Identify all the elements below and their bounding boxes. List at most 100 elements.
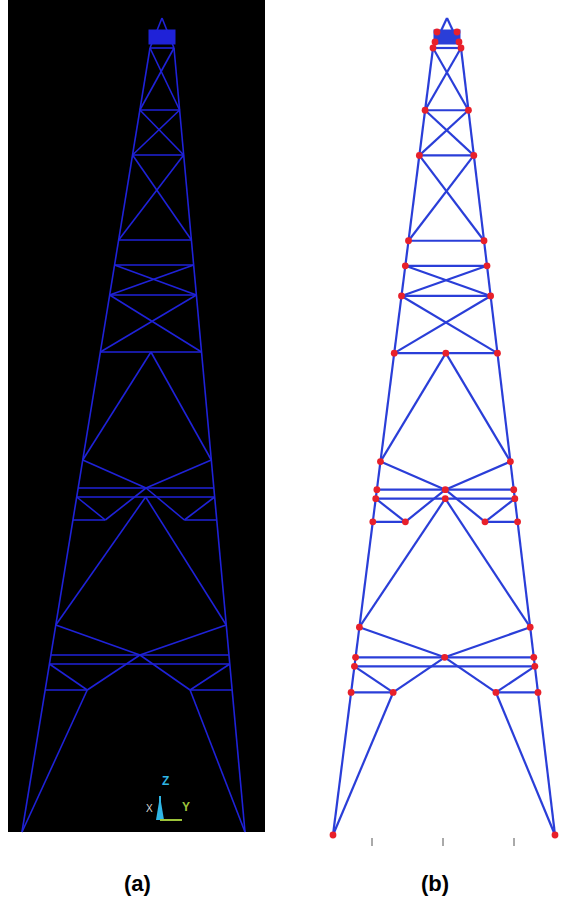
joint-dot (432, 39, 439, 46)
tower-member (87, 655, 140, 690)
tower-member (419, 110, 468, 155)
tower-member (119, 239, 192, 241)
joint-dot (494, 350, 501, 357)
tower-member (49, 664, 87, 690)
tower-member (425, 48, 461, 110)
panel-background (8, 0, 265, 832)
tower-member (419, 154, 473, 156)
tower-member (405, 266, 490, 296)
joint-dot (552, 832, 559, 839)
tower-member (446, 353, 511, 461)
joint-dot (514, 518, 521, 525)
joint-dot (373, 486, 380, 493)
tower-member (119, 155, 184, 240)
tower-member (140, 109, 180, 111)
tower-member (115, 264, 194, 266)
tower-member (405, 265, 487, 267)
tower-member (56, 497, 146, 625)
joint-dot (458, 45, 465, 52)
tower-member (333, 692, 393, 835)
tower-member (401, 296, 497, 353)
axis-label: Z (162, 775, 169, 788)
tower-member (110, 295, 202, 352)
tower-member (461, 48, 555, 835)
tower-member (140, 655, 190, 690)
joint-dot (377, 458, 384, 465)
joint-dot (484, 262, 491, 269)
joint-dot (487, 293, 494, 300)
joint-dot (369, 518, 376, 525)
joint-dot (456, 39, 463, 46)
tower-member (485, 499, 515, 522)
joint-dot (442, 486, 449, 493)
joint-dot (391, 350, 398, 357)
tower-member (359, 499, 445, 627)
tower-member (77, 497, 106, 520)
tower-member (359, 627, 444, 657)
joint-dot (530, 654, 537, 661)
tower-member (45, 689, 87, 691)
tower-member (140, 625, 226, 655)
tower-member (174, 48, 245, 832)
tower-member (115, 265, 197, 295)
tower-member (83, 460, 146, 488)
tower-member (146, 460, 211, 488)
tower-frame (22, 18, 245, 832)
tower-member (496, 666, 535, 692)
tower-member (394, 296, 490, 353)
joint-dot (454, 29, 461, 36)
tower-member (190, 664, 230, 690)
joint-dot (348, 689, 355, 696)
tower-member (100, 295, 196, 352)
tower-member (190, 690, 245, 832)
tower-member (110, 294, 197, 296)
tower-member (150, 48, 180, 110)
tower-member (333, 48, 433, 835)
tower-member (83, 352, 151, 460)
tower-member (110, 265, 194, 295)
tower-member (351, 691, 393, 693)
tower-member (496, 692, 555, 835)
tower-member (140, 110, 184, 155)
axis-symbol (156, 796, 182, 820)
tower-member (445, 627, 531, 657)
tower-member (133, 154, 184, 156)
joint-dot (398, 293, 405, 300)
panel-label: (a) (124, 872, 151, 896)
tower-member (184, 497, 214, 520)
tower-member (445, 490, 485, 522)
tick-marks (372, 838, 514, 846)
tower-member (445, 462, 510, 490)
joint-dot (441, 654, 448, 661)
joint-dot (507, 458, 514, 465)
panel-label: (b) (421, 872, 449, 896)
tower-member (184, 519, 216, 521)
joint-dot (356, 624, 363, 631)
tower-member (496, 691, 538, 693)
joint-dot (465, 107, 472, 114)
joint-dot (402, 518, 409, 525)
joint-dot (470, 152, 477, 159)
tower-member (354, 666, 393, 692)
joint-dot (493, 689, 500, 696)
tower-member (445, 657, 496, 692)
joint-dot (535, 689, 542, 696)
tower-member (401, 295, 490, 297)
joint-dot (434, 29, 441, 36)
joint-dot (390, 689, 397, 696)
tower-member (190, 689, 232, 691)
joint-dot (510, 486, 517, 493)
joint-dot (511, 495, 518, 502)
tower-member (49, 663, 229, 665)
tower-member (401, 266, 487, 296)
tower-member (380, 353, 445, 461)
tower-member (433, 47, 461, 49)
tower-member (393, 657, 445, 692)
tower-cap (149, 30, 175, 44)
joint-dot (330, 832, 337, 839)
tower-member (373, 521, 406, 523)
tower-frame (330, 18, 559, 838)
joint-dot (372, 495, 379, 502)
tower-member (73, 519, 105, 521)
